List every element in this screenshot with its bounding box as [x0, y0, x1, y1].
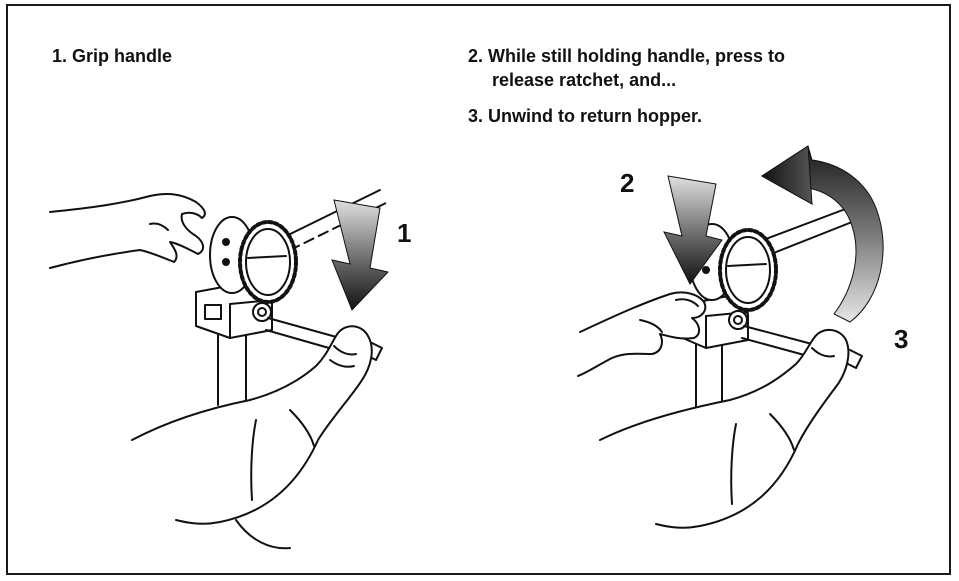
- grip-arrow: [332, 200, 388, 310]
- right-scene: [578, 208, 862, 528]
- callout-3-label: 3: [894, 324, 908, 354]
- callout-2-label: 2: [620, 168, 634, 198]
- left-scene: [50, 190, 388, 548]
- callout-1-label: 1: [397, 218, 411, 248]
